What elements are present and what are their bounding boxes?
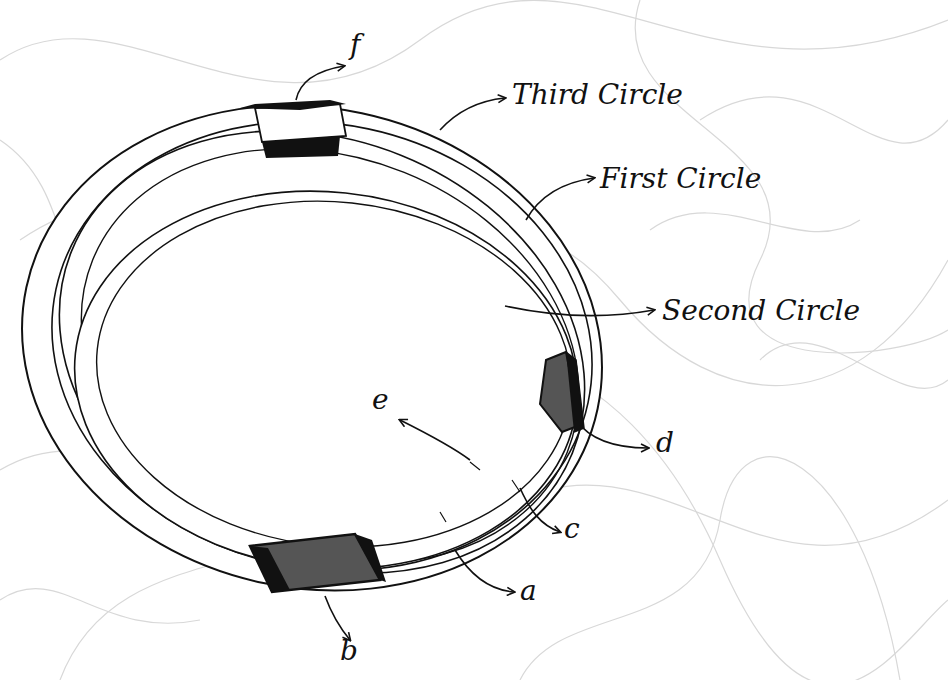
part-letter: c bbox=[564, 514, 580, 545]
part-letter: b bbox=[340, 636, 358, 667]
part-name: Third Circle bbox=[512, 80, 683, 111]
part-letter: d bbox=[656, 428, 674, 459]
part-letter: e bbox=[372, 385, 389, 416]
part-name: First Circle bbox=[600, 164, 761, 195]
part-name: Second Circle bbox=[662, 296, 860, 327]
leader-lines bbox=[296, 66, 654, 640]
part-letter: f bbox=[350, 30, 360, 61]
part-letter: a bbox=[520, 576, 537, 607]
